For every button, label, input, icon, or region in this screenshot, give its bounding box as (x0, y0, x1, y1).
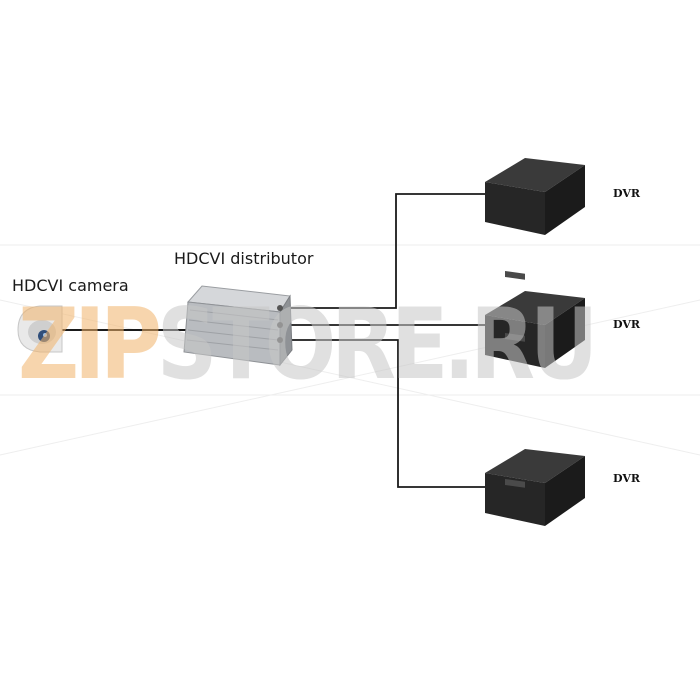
distributor-label: HDCVI distributor (174, 249, 314, 268)
dvr-icon-top (485, 158, 585, 280)
dvr-label-bottom: DVR (613, 472, 641, 485)
hdcvi-camera-icon (17, 305, 63, 353)
dvr-label-middle: DVR (613, 318, 641, 331)
dvr-label-top: DVR (613, 187, 641, 200)
camera-label: HDCVI camera (12, 276, 129, 295)
hdcvi-distributor-icon (183, 285, 293, 367)
dvr-icon-bottom (485, 449, 585, 526)
cable-to-dvr-top (285, 193, 488, 309)
cable-to-dvr-bottom (285, 339, 488, 488)
dvr-cables (285, 193, 488, 488)
dvr-icon-middle (485, 291, 585, 368)
